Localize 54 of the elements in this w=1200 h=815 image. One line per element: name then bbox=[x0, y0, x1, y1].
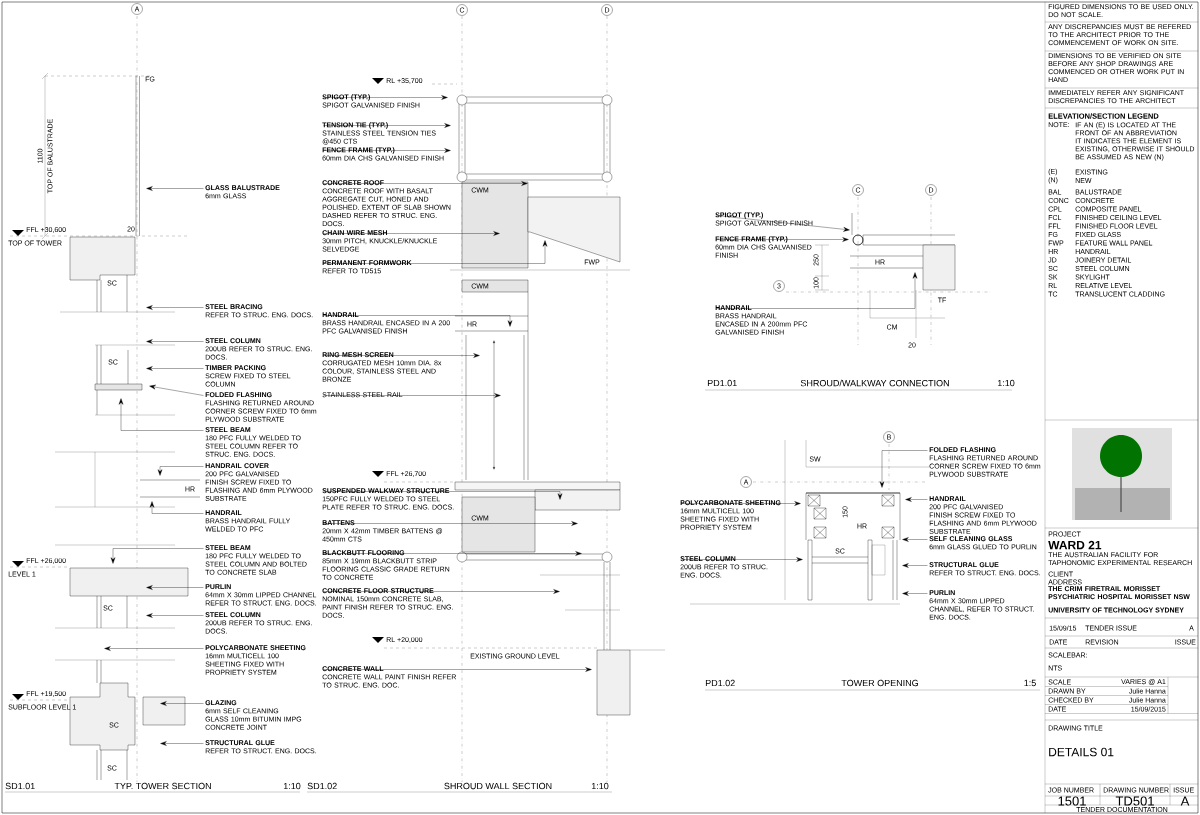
leader-line bbox=[323, 181, 528, 186]
leader-line bbox=[681, 501, 801, 506]
view-title: TOWER OPENING bbox=[841, 679, 918, 687]
leader-line bbox=[118, 398, 204, 431]
leader-line bbox=[160, 701, 204, 706]
leader-line bbox=[323, 393, 501, 398]
scale-text: 1:5 bbox=[1024, 679, 1036, 687]
leader-line bbox=[716, 272, 918, 309]
leader-line bbox=[323, 491, 563, 500]
leader-line bbox=[323, 231, 500, 236]
view-title: SHROUD WALL SECTION bbox=[444, 782, 552, 790]
leader-line bbox=[716, 237, 849, 242]
leader-line bbox=[149, 501, 204, 514]
view-title: SHROUD/WALKWAY CONNECTION bbox=[800, 379, 949, 387]
leader-line bbox=[160, 741, 204, 746]
view-title: TYP. TOWER SECTION bbox=[114, 782, 211, 790]
leader-line bbox=[323, 667, 592, 672]
view-number: PD1.01 bbox=[707, 379, 737, 387]
leader-line bbox=[716, 215, 850, 232]
leader-line bbox=[323, 589, 560, 594]
leader-line bbox=[323, 95, 448, 100]
drawing-title: DETAILS 01 bbox=[1049, 747, 1114, 757]
leader-line bbox=[323, 353, 480, 358]
view-number: SD1.01 bbox=[5, 782, 35, 790]
leader-line bbox=[146, 186, 204, 191]
scale-text: 1:10 bbox=[591, 782, 609, 790]
project-title: WARD 21 bbox=[1048, 540, 1102, 550]
scale-text: 1:10 bbox=[997, 379, 1015, 387]
leader-line bbox=[104, 646, 204, 651]
leader-line bbox=[879, 450, 928, 488]
leader-line bbox=[157, 466, 204, 476]
leader-line bbox=[110, 548, 204, 564]
job-number: 1501 bbox=[1058, 796, 1086, 806]
leader-line bbox=[681, 557, 803, 562]
issue-letter: A bbox=[1180, 796, 1190, 806]
leader-line bbox=[323, 315, 513, 327]
drawing-number: TD501 bbox=[1115, 796, 1154, 806]
leader-line bbox=[149, 384, 204, 396]
scale-text: 1:10 bbox=[283, 782, 301, 790]
view-number: PD1.02 bbox=[705, 679, 735, 687]
leader-line bbox=[146, 366, 204, 371]
view-number: SD1.02 bbox=[307, 782, 337, 790]
leader-line bbox=[323, 148, 451, 153]
leader-line bbox=[146, 305, 204, 310]
leader-line bbox=[323, 123, 451, 128]
leader-line bbox=[323, 521, 578, 526]
leader-line bbox=[323, 240, 548, 264]
leader-line bbox=[902, 563, 928, 568]
leader-line bbox=[902, 537, 928, 542]
leader-line bbox=[905, 497, 928, 502]
leader-line bbox=[146, 613, 204, 618]
leader-line bbox=[902, 591, 928, 596]
leader-line bbox=[323, 551, 582, 556]
leader-line bbox=[146, 339, 204, 344]
